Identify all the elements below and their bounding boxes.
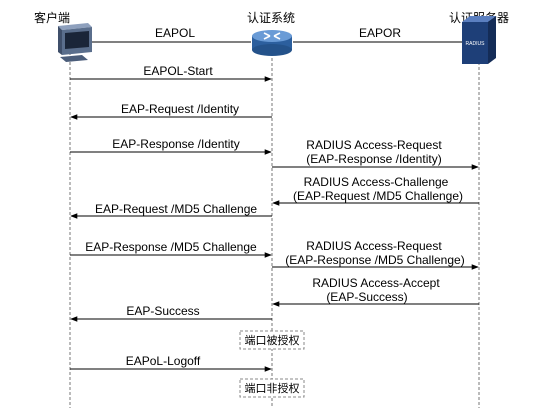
msg-radius-access-request-md5-label: RADIUS Access-Request — [306, 239, 442, 253]
channel-eapor-label: EAPOR — [359, 26, 401, 40]
port-authorized-note-box — [239, 330, 305, 350]
participant-auth-system-label: 认证系统 — [247, 11, 295, 25]
msg-eap-request-identity-label: EAP-Request /Identity — [121, 102, 239, 116]
msg-eapol-start-label: EAPOL-Start — [143, 64, 213, 78]
msg-radius-access-request-md5-sublabel: (EAP-Response /MD5 Challenge) — [285, 253, 464, 267]
router-icon — [252, 30, 292, 56]
participant-client-label: 客户端 — [34, 10, 70, 25]
msg-eap-request-md5-label: EAP-Request /MD5 Challenge — [95, 202, 257, 216]
msg-eap-response-md5-label: EAP-Response /MD5 Challenge — [85, 240, 257, 254]
port-unauthorized-note-box — [239, 378, 305, 398]
computer-icon — [58, 23, 92, 62]
msg-radius-access-accept-label: RADIUS Access-Accept — [312, 276, 440, 290]
msg-radius-access-request-label: RADIUS Access-Request — [306, 138, 442, 152]
port-unauthorized-note-label: 端口非授权 — [245, 381, 300, 395]
msg-radius-access-challenge-sublabel: (EAP-Request /MD5 Challenge) — [293, 189, 463, 203]
msg-radius-access-accept-sublabel: (EAP-Success) — [326, 290, 407, 304]
msg-radius-access-request-sublabel: (EAP-Response /Identity) — [306, 152, 441, 166]
msg-eapol-logoff-label: EAPoL-Logoff — [126, 354, 201, 368]
port-authorized-note-label: 端口被授权 — [245, 333, 300, 347]
radius-badge-label: RADIUS — [466, 41, 486, 47]
radius-server-icon: RADIUS — [462, 16, 496, 64]
msg-eap-response-identity-label: EAP-Response /Identity — [112, 137, 239, 151]
msg-eap-success-label: EAP-Success — [126, 304, 199, 318]
msg-radius-access-challenge-label: RADIUS Access-Challenge — [304, 175, 449, 189]
channel-eapol-label: EAPOL — [155, 26, 195, 40]
